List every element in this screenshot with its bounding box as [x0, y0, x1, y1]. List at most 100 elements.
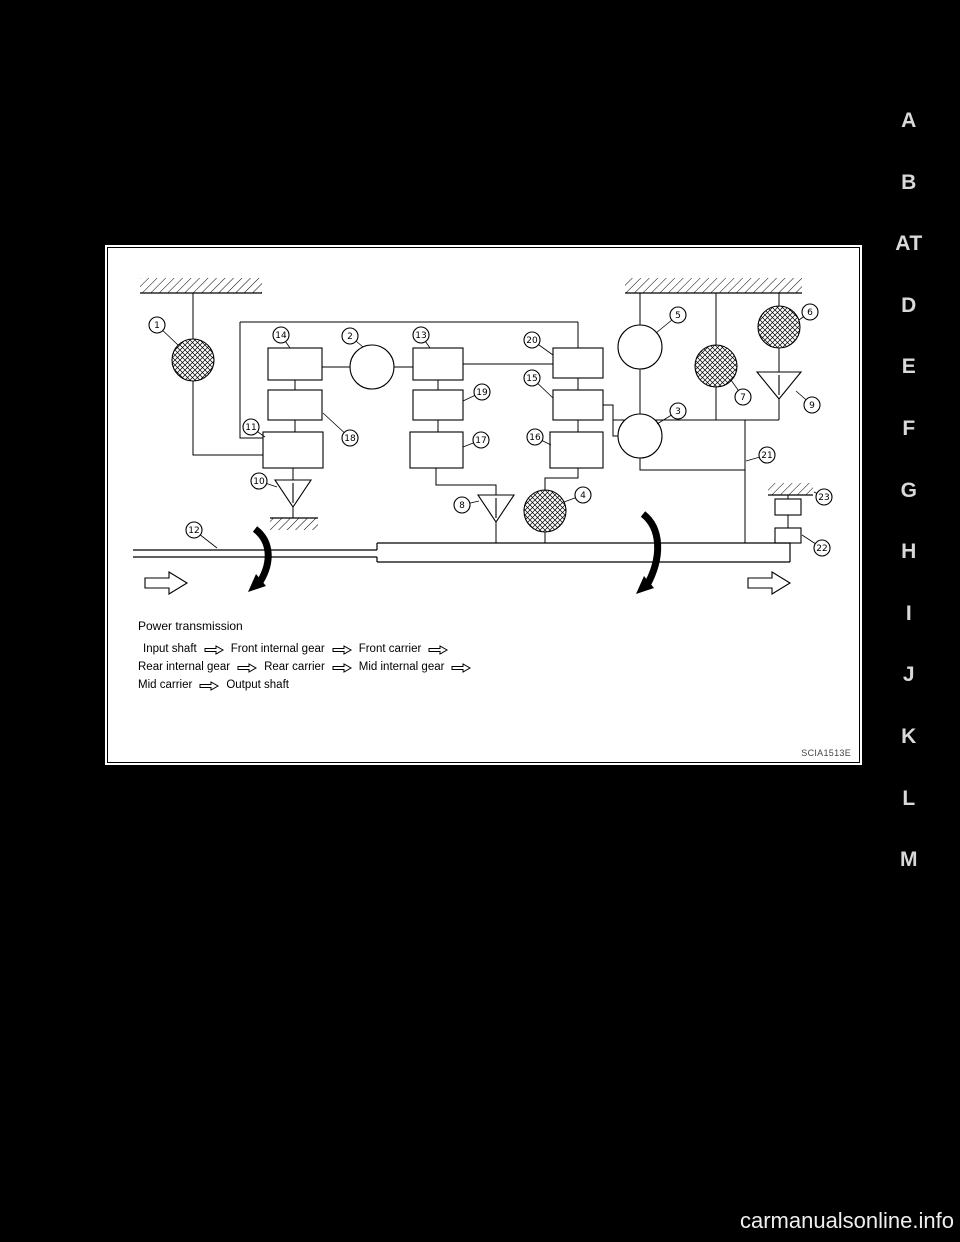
part-3-gear [617, 413, 663, 459]
callout-15: 15 [523, 369, 554, 399]
flow-arrow-icon [451, 662, 472, 673]
case-hatch-left [140, 278, 262, 294]
part-1-gear [171, 338, 215, 382]
svg-text:15: 15 [526, 374, 537, 384]
flow-arrow-icon [332, 644, 352, 655]
svg-text:6: 6 [807, 308, 813, 318]
callout-18: 18 [322, 412, 359, 447]
part-16-box [549, 431, 604, 469]
callout-2: 2 [341, 327, 364, 348]
callout-21: 21 [745, 446, 776, 464]
svg-text:17: 17 [475, 436, 486, 446]
svg-text:18: 18 [344, 434, 356, 444]
svg-text:8: 8 [459, 501, 465, 511]
svg-text:5: 5 [675, 311, 681, 321]
svg-text:19: 19 [476, 388, 488, 398]
part-7-gear [694, 344, 738, 388]
callout-17: 17 [462, 431, 490, 449]
input-shaft [133, 549, 377, 558]
flow-step: Rear carrier [264, 661, 325, 673]
part-13-box [412, 347, 464, 381]
power-flow-row: Mid carrier Output shaft [138, 676, 478, 694]
callout-14: 14 [272, 326, 291, 349]
case-hatch-right [625, 278, 802, 294]
one-way-clutch-9 [755, 371, 803, 400]
svg-text:3: 3 [675, 407, 681, 417]
callout-layer: 1 14 2 13 20 5 6 15 7 9 3 19 11 18 17 16 10 8 4 21 23 12 22 [148, 303, 833, 557]
part-4-gear [523, 489, 567, 533]
svg-text:10: 10 [253, 477, 265, 487]
svg-text:13: 13 [415, 331, 426, 341]
callout-11: 11 [242, 418, 266, 438]
callout-5: 5 [655, 306, 687, 334]
callout-4: 4 [563, 486, 592, 504]
flow-arrow-right [747, 571, 792, 595]
ground-hatch-10 [270, 517, 318, 530]
one-way-clutch-10 [273, 479, 313, 508]
one-way-clutch-8 [476, 494, 516, 523]
callout-12: 12 [185, 521, 218, 549]
svg-text:16: 16 [529, 433, 541, 443]
output-shaft [376, 542, 791, 563]
svg-text:22: 22 [816, 544, 827, 554]
part-6-gear [757, 305, 801, 349]
part-15-box [552, 389, 604, 421]
svg-text:11: 11 [245, 423, 256, 433]
part-20-box [552, 347, 604, 379]
flow-step: Front internal gear [230, 643, 325, 655]
flow-step: Rear internal gear [138, 661, 231, 673]
power-transmission-legend: Power transmission Input shaft Front inte… [138, 619, 478, 694]
svg-text:21: 21 [761, 451, 772, 461]
part-11-box [262, 431, 324, 469]
callout-16: 16 [526, 428, 552, 446]
section-tab-b: B [901, 170, 917, 194]
callout-6: 6 [798, 303, 819, 321]
connector-lines [192, 293, 789, 543]
flow-step: Input shaft [143, 643, 197, 655]
svg-text:7: 7 [740, 393, 746, 403]
svg-text:23: 23 [818, 493, 829, 503]
ground-hatch-23 [768, 483, 813, 496]
flow-arrow-icon [199, 680, 220, 691]
flow-step: Mid internal gear [358, 661, 445, 673]
section-tab-g: G [900, 478, 918, 502]
section-tab-d: D [901, 293, 917, 317]
flow-arrow-icon [237, 662, 258, 673]
flow-step: Mid carrier [138, 679, 193, 691]
part-14-box [267, 347, 323, 381]
section-tab-j: J [902, 663, 916, 687]
section-tab-k: K [901, 725, 917, 748]
part-19-box [412, 389, 464, 421]
power-transmission-title: Power transmission [138, 619, 243, 633]
part-5-gear [617, 324, 663, 370]
callout-19: 19 [462, 383, 491, 402]
section-tab-l: L [902, 786, 916, 810]
figure-code: SCIA1513E [801, 748, 851, 758]
callout-20: 20 [523, 331, 554, 356]
flow-arrow-icon [204, 644, 224, 655]
callout-23: 23 [813, 488, 833, 506]
section-tab-a: A [901, 109, 917, 132]
power-flow-row: Rear internal gear Rear carrier Mid intern… [138, 658, 478, 676]
flow-arrow-icon [428, 644, 449, 655]
svg-text:4: 4 [580, 491, 586, 501]
section-tab-at: AT [895, 232, 923, 256]
callout-3: 3 [656, 402, 687, 425]
svg-text:20: 20 [526, 336, 538, 346]
watermark: carmanualsonline.info [739, 1208, 954, 1233]
flow-step: Output shaft [226, 679, 289, 691]
callout-9: 9 [795, 390, 821, 414]
callout-1: 1 [148, 316, 179, 346]
section-tab-i: I [905, 601, 913, 625]
section-tab-m: M [900, 848, 918, 872]
part-23-lower-box [774, 498, 802, 516]
part-17-box [409, 431, 464, 469]
flow-arrow-icon [332, 662, 352, 673]
part-18-box [267, 389, 323, 421]
diagram-panel: 1 14 2 13 20 5 6 15 7 9 3 19 11 18 17 16 10 8 4 21 23 12 22 Po… [105, 245, 862, 765]
callout-13: 13 [412, 326, 431, 349]
svg-text:12: 12 [188, 526, 199, 536]
callout-22: 22 [801, 534, 831, 557]
